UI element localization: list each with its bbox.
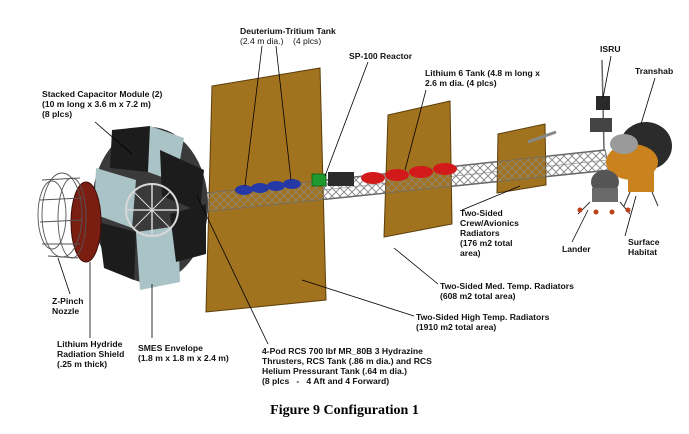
label-z-pinch-nozzle: Z-Pinch Nozzle [52,296,84,316]
label-line: (1.8 m x 1.8 m x 2.4 m) [138,353,229,363]
leader-lines [57,45,656,345]
label-line: Radiators [460,228,500,238]
label-sp100-reactor: SP-100 Reactor [349,51,412,61]
label-line: Two-Sided [460,208,503,218]
label-line: Lithium 6 Tank (4.8 m long x [425,68,540,78]
label-line: Radiation Shield [57,349,125,359]
label-line: Habitat [628,247,658,257]
label-line: Lithium Hydride [57,339,123,349]
label-line: Surface [628,237,660,247]
label-line: (608 m2 total area) [440,291,516,301]
label-detail: (2.4 m dia.) (4 plcs) [240,36,322,46]
label-crew-radiators: Two-Sided Crew/Avionics Radiators (176 m… [460,208,519,258]
label-line: (8 plcs) [42,109,73,119]
lithium6-tanks [361,163,457,184]
label-isru: ISRU [600,44,621,54]
label-title: ISRU [600,44,621,54]
label-lander: Lander [562,244,591,254]
label-line: 4-Pod RCS 700 lbf MR_80B 3 Hydrazine [262,346,423,356]
label-line: Helium Pressurant Tank (.64 m dia.) [262,366,408,376]
isru-unit [590,59,612,151]
label-rcs-pods: 4-Pod RCS 700 lbf MR_80B 3 Hydrazine Thr… [262,346,432,386]
label-line: Nozzle [52,306,80,316]
label-surface-habitat: Surface Habitat [628,237,660,257]
label-high-temp-radiators: Two-Sided High Temp. Radiators (1910 m2 … [416,312,549,332]
label-line: (10 m long x 3.6 m x 7.2 m) [42,99,151,109]
label-line: Stacked Capacitor Module (2) [42,89,163,99]
label-title: Deuterium-Tritium Tank [240,26,336,36]
label-med-temp-radiators: Two-Sided Med. Temp. Radiators (608 m2 t… [440,281,574,301]
label-line: (176 m2 total [460,238,513,248]
sp100-reactor [311,172,354,187]
label-line: area) [460,248,481,258]
label-title: Lander [562,244,591,254]
label-transhab: Transhab [635,66,673,76]
label-line: Crew/Avionics [460,218,519,228]
label-line: 2.6 m dia. (4 plcs) [425,78,497,88]
label-line: (.25 m thick) [57,359,108,369]
surface-habitat [623,170,659,207]
label-lithium6-tank: Lithium 6 Tank (4.8 m long x 2.6 m dia. … [425,68,540,88]
label-line: (1910 m2 total area) [416,322,497,332]
label-line: Two-Sided High Temp. Radiators [416,312,550,322]
figure-caption: Figure 9 Configuration 1 [270,403,419,418]
label-title: SP-100 Reactor [349,51,413,61]
label-deuterium-tritium-tank: Deuterium-Tritium Tank (2.4 m dia.) (4 p… [240,26,336,46]
label-line: Two-Sided Med. Temp. Radiators [440,281,574,291]
deuterium-tritium-tanks [235,179,301,195]
label-stacked-capacitor: Stacked Capacitor Module (2) (10 m long … [42,89,162,119]
stacked-capacitor-modules [92,126,208,290]
z-pinch-nozzle [37,172,87,259]
label-line: SMES Envelope [138,343,203,353]
label-smes-envelope: SMES Envelope (1.8 m x 1.8 m x 2.4 m) [138,343,229,363]
label-line: (8 plcs - 4 Aft and 4 Forward) [262,376,390,386]
label-line: Z-Pinch [52,296,84,306]
label-lithium-hydride-shield: Lithium Hydride Radiation Shield (.25 m … [57,339,124,369]
lander-vehicle [577,170,631,215]
label-line: Thrusters, RCS Tank (.86 m dia.) and RCS [262,356,432,366]
label-title: Transhab [635,66,674,76]
